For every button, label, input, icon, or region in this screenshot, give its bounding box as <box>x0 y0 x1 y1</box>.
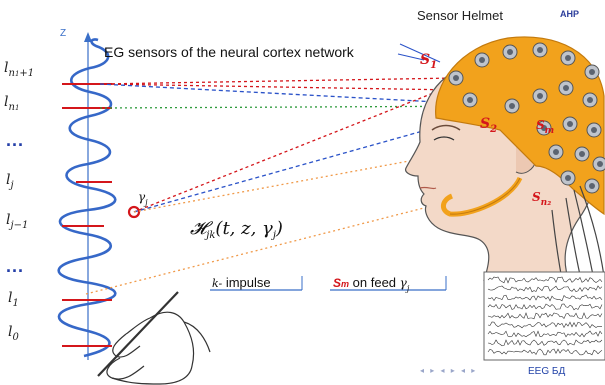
electrode-core <box>589 69 595 75</box>
electrode-core <box>537 93 543 99</box>
eeg-chart-icon <box>484 272 605 360</box>
level-label-l1: l1 <box>8 290 19 309</box>
electrode-core <box>565 55 571 61</box>
electrode-core <box>553 149 559 155</box>
feed-caption: Sm on feed γj <box>333 275 409 293</box>
sensor-label-s1: S1 <box>420 52 437 71</box>
electrode-core <box>563 85 569 91</box>
signal-waveform <box>59 39 116 356</box>
electrode-core <box>479 57 485 63</box>
electrode-core <box>567 121 573 127</box>
electrode-core <box>509 103 515 109</box>
level-label-ln1p1: ln1+1 <box>4 60 34 79</box>
headline: EG sensors of the neural cortex network <box>104 44 354 60</box>
electrode-core <box>597 161 603 167</box>
page-title: Sensor Helmet <box>417 8 503 23</box>
electrode-core <box>537 47 543 53</box>
sensor-label-sn2: Sn₂ <box>532 190 551 208</box>
electrode-core <box>591 127 597 133</box>
eeg-caption: EEG БД <box>528 366 565 377</box>
electrode-core <box>589 183 595 189</box>
sensor-label-sm: Sm <box>536 118 554 136</box>
slide-nav-icons[interactable]: ◂ ▸ ◂ ▸ ◂ ▸ <box>420 366 477 375</box>
electrode-core <box>579 151 585 157</box>
level-label-lj: lj <box>6 172 14 191</box>
electrode-core <box>565 175 571 181</box>
logo-tag: АНР <box>560 9 579 19</box>
impulse-formula: 𝓗jk(t, z, γj) <box>190 218 283 241</box>
gamma-label: γj <box>138 190 148 207</box>
electrode-core <box>587 97 593 103</box>
level-label-ln1: ln1 <box>4 94 19 113</box>
red-line-c <box>134 84 456 212</box>
z-axis-label: Z <box>60 28 66 39</box>
ellipsis-upper: ... <box>6 130 24 151</box>
red-line-b <box>100 84 456 90</box>
level-label-l0: l0 <box>8 324 19 343</box>
electrode-core <box>507 49 513 55</box>
impulse-caption: k- impulse <box>212 275 271 290</box>
red-line-a <box>100 78 456 84</box>
ellipsis-lower: ... <box>6 256 24 277</box>
electrode-core <box>453 75 459 81</box>
electrode-core <box>467 97 473 103</box>
sensor-label-s2: S2 <box>480 116 497 135</box>
hand-with-pen-icon <box>98 292 210 384</box>
level-label-ljm1: lj−1 <box>6 212 28 231</box>
